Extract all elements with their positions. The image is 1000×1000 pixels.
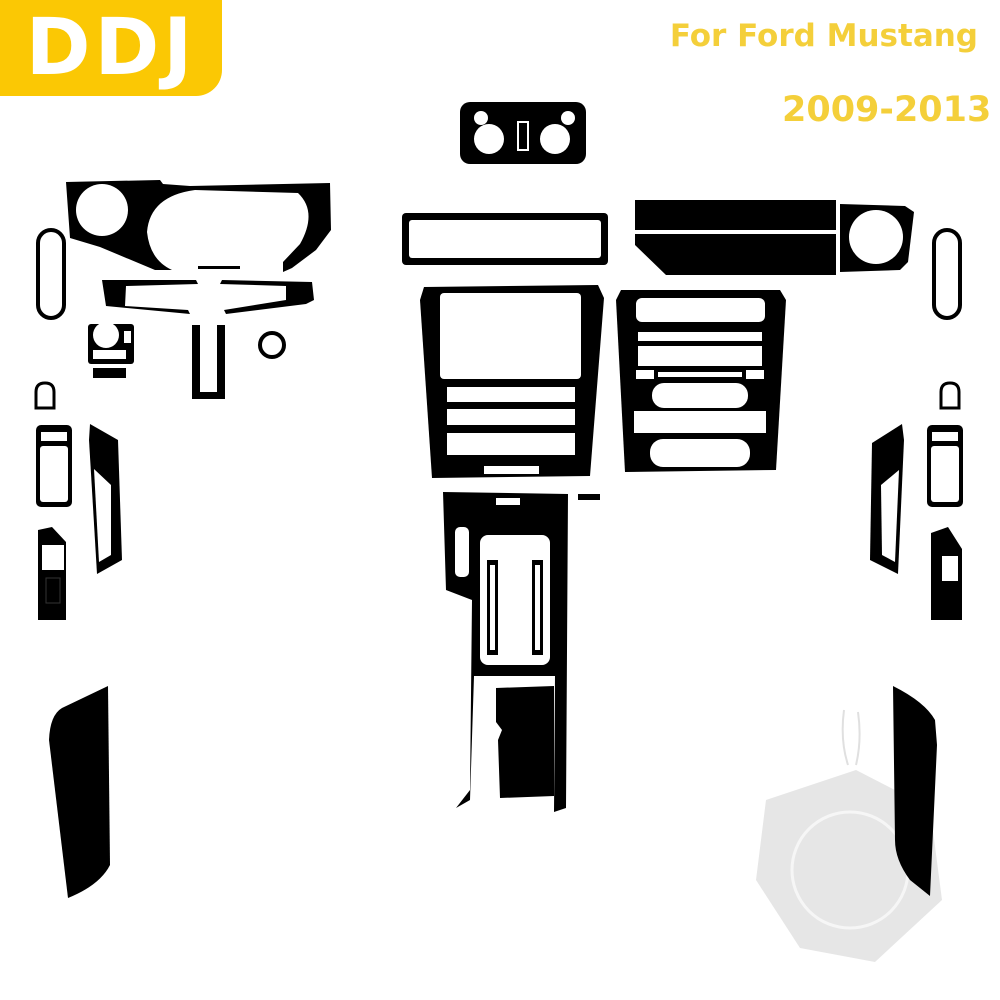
passenger-dash-panel — [635, 200, 914, 275]
navigation-bezel — [420, 285, 604, 478]
window-switch-right — [927, 425, 963, 620]
door-grip-right — [870, 424, 904, 574]
climate-control-panel — [616, 290, 786, 472]
ignition-ring — [258, 331, 286, 359]
door-grip-left — [89, 424, 122, 574]
instrument-cluster-bezel — [66, 180, 331, 272]
dash-vent-trim — [102, 280, 314, 314]
headlight-switch-panel — [88, 322, 134, 378]
center-console-gear-panel — [443, 492, 600, 812]
brand-logo-text: DDJ — [25, 3, 197, 93]
steering-column-cover — [192, 325, 225, 399]
upper-center-strip — [402, 213, 608, 265]
window-switch-left — [36, 425, 72, 620]
dome-light-panel — [460, 102, 586, 164]
lock-button-left — [34, 381, 56, 410]
lock-button-right — [939, 381, 961, 410]
brand-logo: DDJ — [0, 0, 222, 96]
door-handle-oval-right — [932, 228, 962, 320]
door-handle-oval-left — [36, 228, 66, 320]
product-title: For Ford Mustang — [669, 18, 978, 54]
product-years: 2009-2013 — [782, 90, 992, 130]
door-panel-right — [893, 686, 937, 896]
door-panel-left — [49, 686, 110, 898]
